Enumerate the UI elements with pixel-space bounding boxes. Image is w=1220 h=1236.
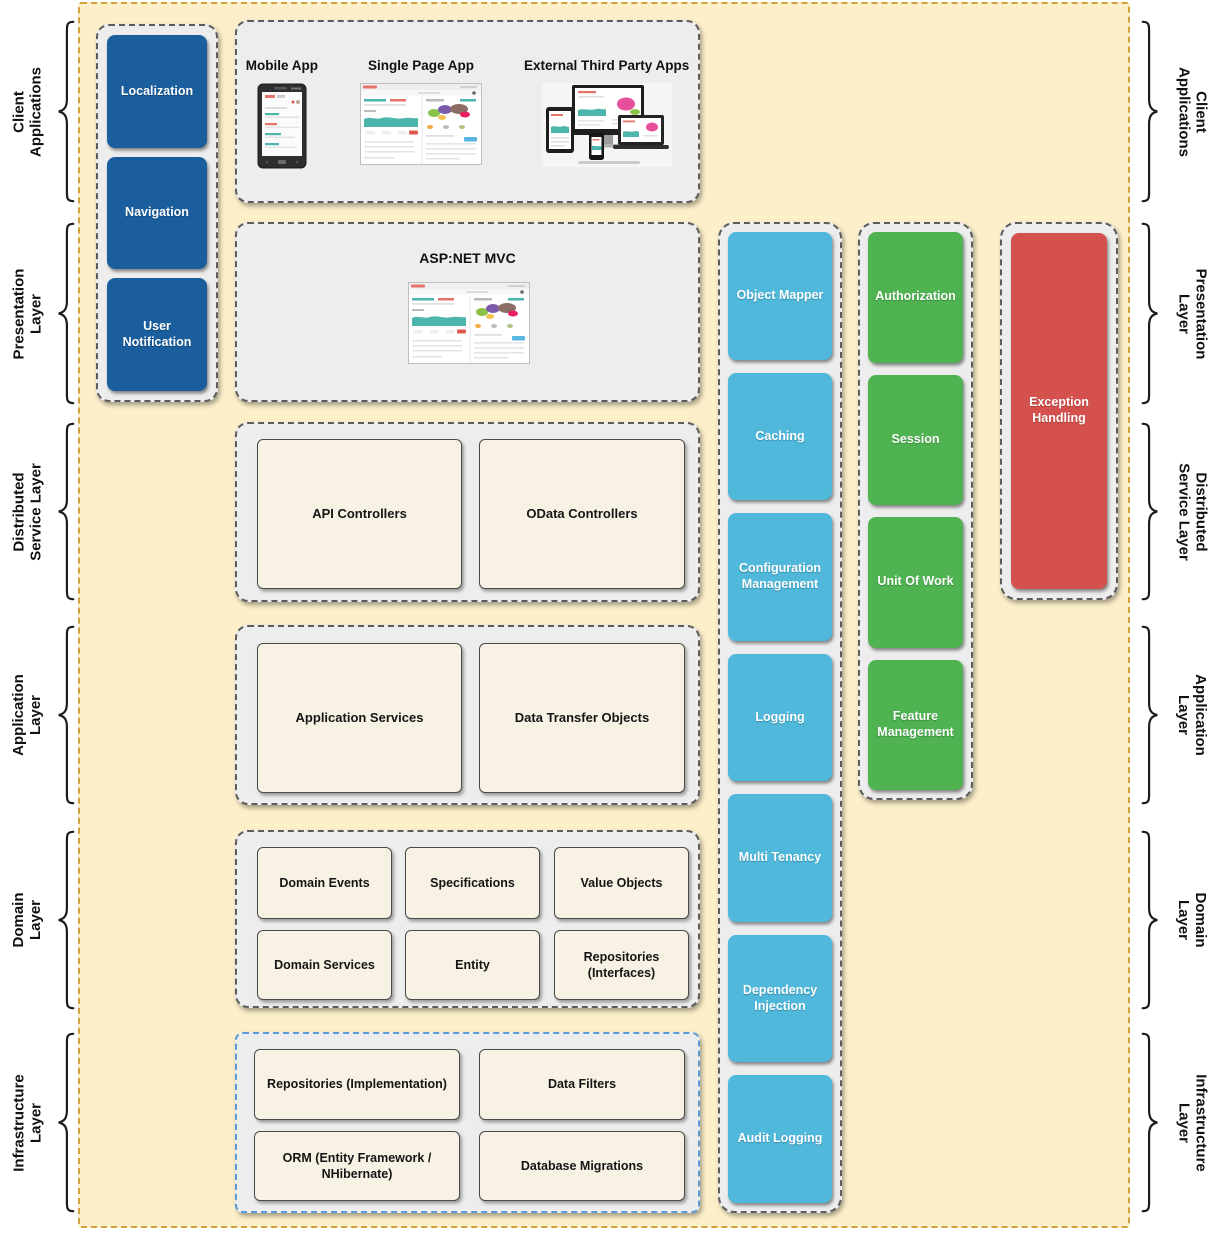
multi-tenancy-box: Multi Tenancy (728, 794, 832, 922)
brace-right-domain-layer (1140, 830, 1160, 1010)
mobile-app-label: Mobile App (245, 58, 318, 73)
layer-label-left-presentation-layer: Presentation Layer (9, 268, 44, 359)
layer-label-left-application-layer: Application Layer (9, 674, 44, 756)
domain-layer-group: Domain Events Specifications Value Objec… (235, 830, 700, 1008)
external-apps-label: External Third Party Apps (523, 58, 690, 73)
external-apps-image (541, 83, 672, 167)
exception-handling-group: Exception Handling (1000, 222, 1118, 600)
brace-right-client-applications (1140, 20, 1160, 203)
odata-controllers-box: OData Controllers (479, 439, 685, 589)
session-box: Session (868, 374, 963, 505)
external-apps-figure: External Third Party Apps (524, 58, 689, 167)
layer-label-right-domain-layer: Domain Layer (1175, 892, 1210, 948)
mobile-app-figure: Mobile App (246, 58, 318, 169)
distributed-service-group: API Controllers OData Controllers (235, 422, 700, 602)
layer-label-right-client-applications: Client Applications (1175, 66, 1210, 157)
orm-box: ORM (Entity Framework / NHibernate) (254, 1131, 460, 1201)
audit-logging-box: Audit Logging (728, 1075, 832, 1204)
brace-left-domain-layer (56, 830, 76, 1010)
layer-label-left-distributed-service-layer: Distributed Service Layer (9, 462, 44, 561)
logging-box: Logging (728, 653, 832, 782)
domain-services-box: Domain Services (257, 930, 392, 1000)
brace-left-client-applications (56, 20, 76, 203)
specifications-box: Specifications (405, 847, 540, 919)
unit-of-work-box: Unit Of Work (868, 517, 963, 648)
application-layer-group: Application Services Data Transfer Objec… (235, 625, 700, 805)
aspnet-mvc-image (408, 282, 530, 364)
exception-handling-box: Exception Handling (1011, 233, 1107, 589)
client-applications-group: Mobile App (235, 20, 700, 203)
brace-right-application-layer (1140, 625, 1160, 805)
layer-label-left-client-applications: Client Applications (9, 67, 44, 158)
caching-box: Caching (728, 372, 832, 501)
brace-left-distributed-service-layer (56, 422, 76, 601)
mobile-app-image (257, 83, 307, 169)
layer-label-left-domain-layer: Domain Layer (9, 892, 44, 948)
brace-left-application-layer (56, 625, 76, 805)
repositories-interfaces-box: Repositories (Interfaces) (554, 930, 689, 1000)
single-page-app-image (359, 83, 482, 165)
cross-cutting-group: Object Mapper Caching Configuration Mana… (718, 222, 842, 1213)
layer-label-right-application-layer: Application Layer (1175, 674, 1210, 756)
api-controllers-box: API Controllers (257, 439, 462, 589)
layer-label-right-presentation-layer: Presentation Layer (1175, 268, 1210, 359)
configuration-management-box: Configuration Management (728, 513, 832, 641)
value-objects-box: Value Objects (554, 847, 689, 919)
data-transfer-objects-box: Data Transfer Objects (479, 643, 685, 793)
entity-box: Entity (405, 930, 540, 1000)
domain-events-box: Domain Events (257, 847, 392, 919)
layer-label-right-distributed-service-layer: Distributed Service Layer (1175, 462, 1210, 561)
dependency-injection-box: Dependency Injection (728, 934, 832, 1063)
brace-right-infrastructure-layer (1140, 1032, 1160, 1213)
user-notification-box: User Notification (107, 278, 207, 392)
database-migrations-box: Database Migrations (479, 1131, 685, 1201)
single-page-app-label: Single Page App (367, 58, 474, 73)
brace-right-presentation-layer (1140, 222, 1160, 405)
object-mapper-box: Object Mapper (728, 232, 832, 360)
brace-left-infrastructure-layer (56, 1032, 76, 1213)
aspnet-mvc-title: ASP:NET MVC (419, 250, 516, 266)
brace-left-presentation-layer (56, 222, 76, 405)
authorization-box: Authorization (868, 232, 963, 363)
brace-right-distributed-service-layer (1140, 422, 1160, 601)
layer-label-right-infrastructure-layer: Infrastructure Layer (1175, 1073, 1210, 1172)
localization-box: Localization (107, 35, 207, 148)
repositories-implementation-box: Repositories (Implementation) (254, 1049, 460, 1120)
application-services-box: Application Services (257, 643, 462, 793)
feature-management-box: Feature Management (868, 659, 963, 790)
data-filters-box: Data Filters (479, 1049, 685, 1120)
presentation-sidebar-group: Localization Navigation User Notificatio… (96, 24, 218, 402)
presentation-mvc-group: ASP:NET MVC (235, 222, 700, 402)
single-page-app-figure: Single Page App (359, 58, 482, 165)
navigation-box: Navigation (107, 156, 207, 270)
layer-label-left-infrastructure-layer: Infrastructure Layer (9, 1073, 44, 1172)
session-group: Authorization Session Unit Of Work Featu… (858, 222, 973, 800)
infrastructure-layer-group: Repositories (Implementation) Data Filte… (235, 1032, 700, 1213)
